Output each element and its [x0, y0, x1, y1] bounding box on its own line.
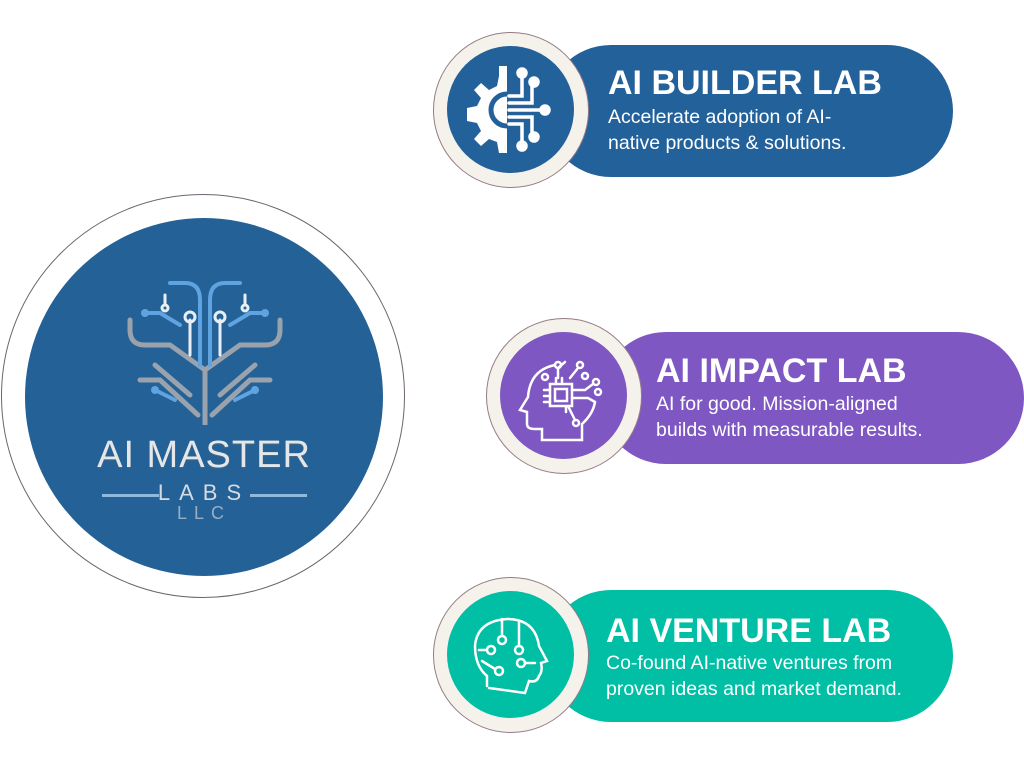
lab-title: AI IMPACT LAB: [656, 352, 907, 390]
logo-title: AI MASTER: [97, 434, 311, 476]
logo-divider-left: [102, 494, 159, 497]
lab-description-line: Co-found AI-native ventures from: [606, 652, 893, 674]
lab-description-line: AI for good. Mission-aligned: [656, 393, 898, 415]
lab-description-line: Accelerate adoption of AI-: [608, 106, 832, 128]
lab-pill: [545, 590, 953, 722]
lab-title: AI BUILDER LAB: [608, 64, 882, 102]
gear-circuit-icon: [467, 66, 551, 153]
logo-subtitle: LABS: [157, 480, 251, 505]
lab-description-line: proven ideas and market demand.: [606, 678, 902, 700]
lab-description-line: builds with measurable results.: [656, 419, 923, 441]
lab-title: AI VENTURE LAB: [606, 612, 892, 650]
lab-icon-ring: [433, 577, 589, 733]
lab-icon-ring: [486, 318, 642, 474]
brain-circuit-icon: [127, 281, 283, 425]
logo-divider-right: [250, 494, 307, 497]
lab-icon-ring: [433, 32, 589, 188]
head-circuit-icon: [473, 617, 549, 695]
head-chip-icon: [518, 360, 603, 442]
logo-suffix: LLC: [176, 503, 232, 523]
lab-pill: [600, 332, 1024, 464]
lab-pill: [545, 45, 953, 177]
lab-description-line: native products & solutions.: [608, 132, 847, 154]
